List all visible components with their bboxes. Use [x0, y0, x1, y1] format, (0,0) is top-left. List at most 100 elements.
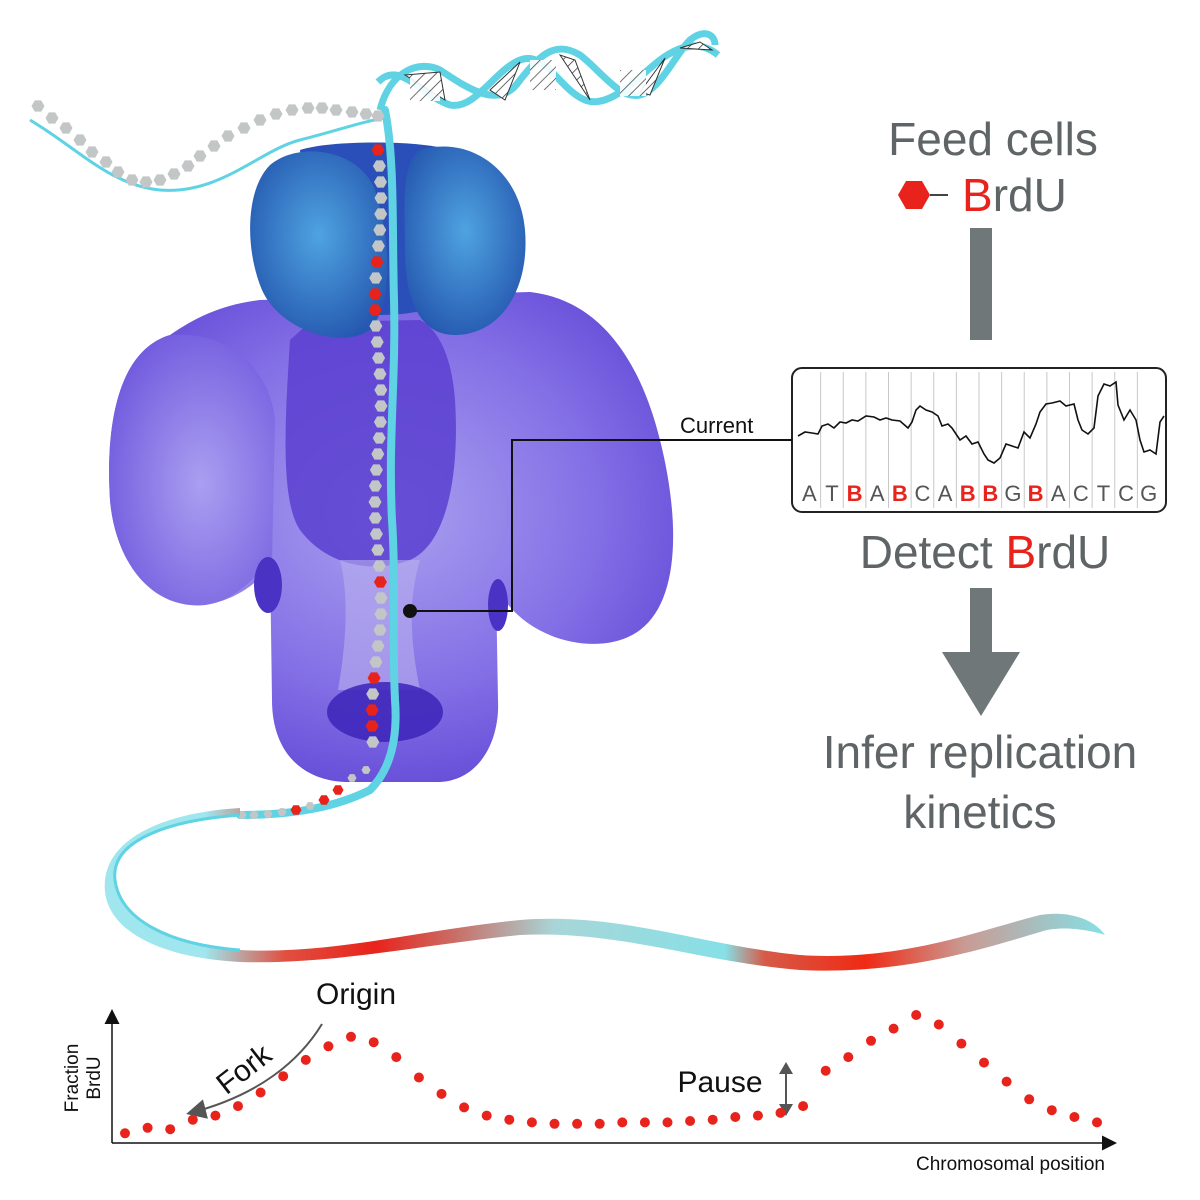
nucleotide-bead	[329, 104, 343, 116]
plot-point	[911, 1010, 922, 1020]
nucleotide-bead	[369, 272, 383, 284]
fork-label: Fork	[210, 1037, 278, 1101]
nucleotide-bead	[369, 656, 383, 668]
nucleotide-beads	[31, 100, 388, 819]
plot-point	[368, 1037, 379, 1048]
chromosome-ribbon	[104, 808, 1105, 971]
detect-brdu-label: Detect BrdU	[860, 526, 1111, 578]
sequence-letter: G	[1140, 481, 1157, 506]
nucleotide-bead	[305, 802, 315, 810]
nucleotide-bead	[368, 480, 382, 492]
plot-point	[707, 1114, 718, 1125]
nucleotide-bead	[373, 224, 387, 236]
fork-arrow	[186, 1023, 323, 1119]
current-connector	[410, 439, 792, 612]
flow-arrow-down	[942, 588, 1020, 716]
plot-point	[798, 1101, 809, 1112]
nucleotide-bead	[237, 122, 251, 134]
nucleotide-bead	[367, 672, 381, 684]
nucleotide-bead	[371, 144, 385, 156]
detect-brdu-rest: rdU	[1036, 526, 1110, 578]
nucleotide-bead	[371, 110, 385, 122]
feed-brdu-rest: rdU	[993, 169, 1067, 221]
nucleotide-bead	[85, 146, 99, 158]
plot-point	[413, 1072, 424, 1083]
motor-left-lobe	[250, 151, 388, 338]
nucleotide-bead	[153, 174, 167, 186]
motor-right-lobe	[404, 146, 526, 335]
nucleotide-bead	[365, 720, 379, 732]
plot-point	[572, 1118, 583, 1129]
nucleotide-bead	[277, 808, 287, 816]
pause-arrow-head-bottom	[779, 1104, 793, 1116]
nucleotide-bead	[207, 140, 221, 152]
nucleotide-bead	[139, 176, 153, 188]
plot-point	[820, 1065, 831, 1076]
sequence-letter: C	[1118, 481, 1134, 506]
plot-point	[662, 1117, 673, 1128]
origin-label: Origin	[316, 978, 396, 1011]
nanopore-bottom-ring	[327, 682, 443, 742]
detect-brdu-b: B	[1005, 526, 1036, 578]
plot-point	[278, 1071, 289, 1082]
detect-prefix: Detect	[860, 526, 1006, 578]
nucleotide-bead	[374, 400, 388, 412]
plot-point	[300, 1054, 311, 1065]
nucleotide-bead	[374, 384, 388, 396]
brdu-plot: Fraction BrdU Chromosomal position Origi…	[62, 978, 1117, 1175]
nucleotide-bead	[368, 496, 382, 508]
pause-arrow-head-top	[779, 1062, 793, 1074]
plot-point	[481, 1110, 492, 1121]
nucleotide-bead	[372, 560, 386, 572]
nucleotide-bead	[263, 810, 273, 818]
nucleotide-bead	[374, 176, 387, 188]
plot-point	[888, 1023, 899, 1034]
plot-point	[933, 1019, 944, 1030]
sequence-letter: A	[802, 481, 817, 506]
nucleotide-bead	[369, 464, 383, 476]
nucleotide-bead	[31, 100, 45, 112]
nucleotide-bead	[269, 108, 283, 120]
nucleotide-bead	[374, 192, 388, 204]
nucleotide-bead	[365, 704, 379, 716]
nucleotide-bead	[285, 104, 299, 116]
plot-point	[255, 1087, 266, 1098]
nanopore-inner-core	[285, 320, 456, 567]
nucleotide-bead	[370, 336, 384, 348]
plot-point	[165, 1124, 176, 1135]
plot-xlabel: Chromosomal position	[916, 1154, 1105, 1175]
nucleotide-bead	[373, 624, 387, 636]
sequence-letter: B	[1028, 481, 1044, 506]
sequence-grid	[820, 372, 1138, 508]
plot-point	[142, 1122, 153, 1133]
dna-helix-hatch	[403, 41, 714, 102]
nucleotide-bead	[59, 122, 73, 134]
nucleotide-bead	[99, 156, 113, 168]
plot-point	[617, 1117, 628, 1128]
nucleotide-bead	[45, 112, 59, 124]
nucleotide-bead	[332, 785, 344, 795]
sequence-letter: T	[825, 481, 838, 506]
nucleotide-bead	[366, 736, 380, 748]
plot-point	[639, 1117, 650, 1128]
plot-point	[1069, 1112, 1080, 1122]
sequence-letter: C	[1073, 481, 1089, 506]
plot-point	[526, 1117, 537, 1128]
nucleotide-bead	[371, 640, 385, 652]
plot-point	[1024, 1094, 1035, 1105]
nucleotide-bead	[371, 544, 385, 556]
nucleotide-bead	[372, 160, 386, 172]
nucleotide-bead	[370, 256, 384, 268]
nucleotide-bead	[253, 114, 267, 126]
nucleotide-bead	[372, 432, 386, 444]
main-strand-through-pore	[236, 106, 400, 819]
nucleotide-bead	[347, 774, 357, 782]
plot-point	[346, 1031, 356, 1042]
sequence-letter: T	[1097, 481, 1110, 506]
dna-hatch-block-2	[530, 60, 556, 90]
nucleotide-bead	[373, 416, 387, 428]
dna-hatch-block-1	[410, 75, 440, 101]
plot-point	[775, 1107, 786, 1118]
plot-point	[730, 1112, 741, 1122]
